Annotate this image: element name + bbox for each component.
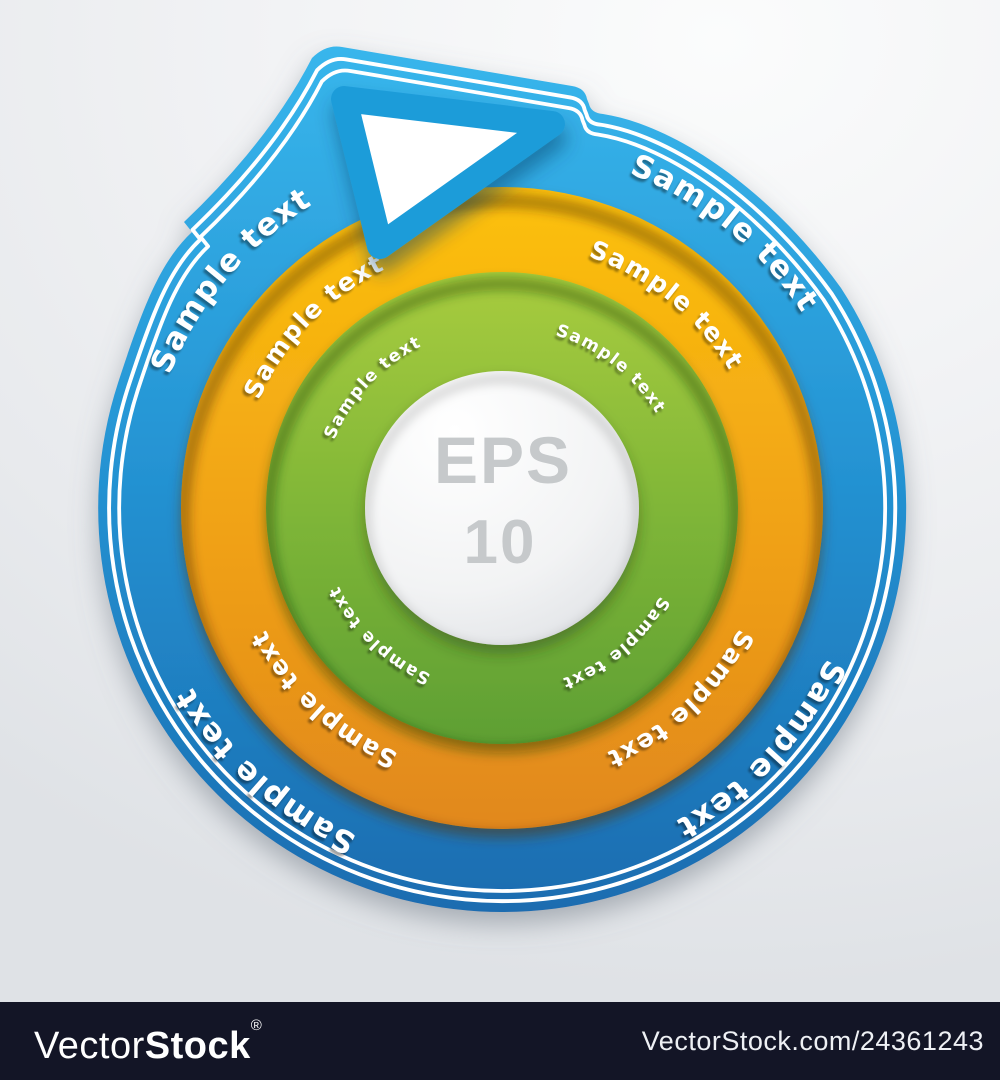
infographic-artboard: Sample text Sample text Sample text Samp… bbox=[0, 0, 1000, 1002]
center-label-line2: 10 bbox=[464, 508, 537, 577]
circle-arrow-infographic: Sample text Sample text Sample text Samp… bbox=[98, 46, 907, 913]
center-circle bbox=[365, 371, 639, 645]
center-label-line1: EPS bbox=[434, 423, 572, 497]
center-inner-shadow bbox=[365, 374, 639, 645]
registered-mark: ® bbox=[250, 1016, 262, 1034]
watermark-url: VectorStock.com/24361243 bbox=[641, 1025, 984, 1056]
watermark-bar: VectorStock® VectorStock.com/24361243 bbox=[0, 1002, 1000, 1080]
orange-inner-shadow bbox=[181, 193, 823, 829]
green-inner-shadow bbox=[266, 277, 738, 744]
brand-light: Vector bbox=[34, 1024, 145, 1067]
brand-bold: Stock bbox=[144, 1024, 251, 1067]
arrow-head bbox=[331, 86, 565, 259]
vectorstock-logo: VectorStock® bbox=[34, 1018, 262, 1065]
